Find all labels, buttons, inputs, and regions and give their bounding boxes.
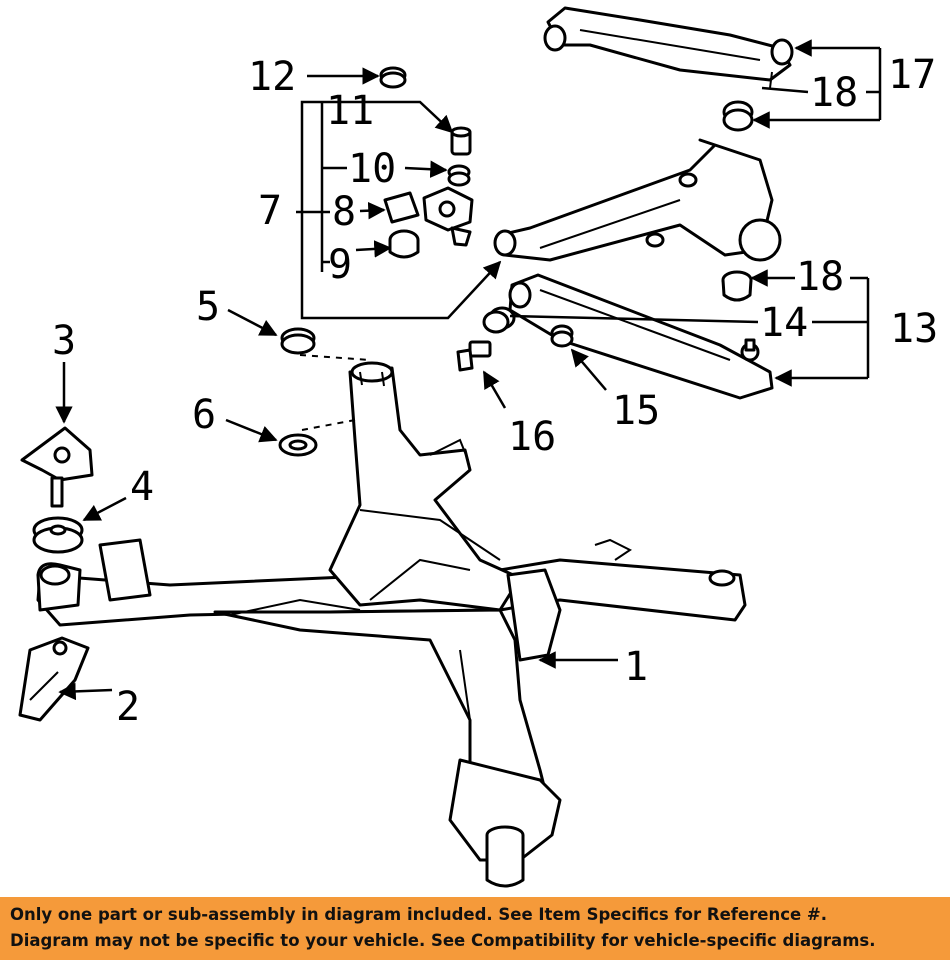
part-5-bushing — [280, 327, 316, 355]
part-13-lower-arm — [508, 273, 774, 400]
callout-8: 8 — [332, 189, 356, 235]
part-18-bushing-lower — [721, 270, 753, 302]
callout-18-lower: 18 — [796, 254, 844, 300]
callout-4: 4 — [130, 464, 154, 510]
callout-3: 3 — [52, 318, 76, 364]
callout-15: 15 — [612, 388, 660, 434]
part-7-knuckle-arm — [493, 138, 782, 262]
callout-14: 14 — [760, 300, 808, 346]
callout-17: 17 — [888, 52, 936, 98]
part-9-bushing — [388, 229, 420, 259]
footer-line-1: Only one part or sub-assembly in diagram… — [10, 905, 828, 924]
callout-11: 11 — [326, 88, 374, 134]
part-2-bracket — [18, 636, 90, 722]
footer-line-2: Diagram may not be specific to your vehi… — [10, 931, 876, 950]
callout-16: 16 — [508, 414, 556, 460]
callout-18-upper: 18 — [810, 70, 858, 116]
callout-2: 2 — [116, 684, 140, 730]
callout-13: 13 — [890, 306, 938, 352]
footer-banner: Only one part or sub-assembly in diagram… — [0, 897, 950, 960]
callout-10: 10 — [348, 146, 396, 192]
callout-12: 12 — [248, 54, 296, 100]
part-15-bushing — [550, 324, 574, 348]
callout-9: 9 — [328, 242, 352, 288]
part-6-insulator — [278, 433, 318, 457]
part-11-sleeve — [450, 126, 472, 156]
part-4-washer — [32, 516, 84, 554]
part-16-bolt — [456, 340, 492, 372]
part-8-bushing — [383, 186, 474, 247]
part-12-cap — [379, 66, 407, 89]
parts-diagram: 1 2 3 4 5 6 7 8 9 10 11 12 13 14 15 16 1… — [18, 6, 938, 888]
crossmember — [36, 361, 747, 888]
part-17-upper-arm — [543, 6, 794, 89]
part-14-bushing — [482, 306, 516, 334]
callout-6: 6 — [192, 392, 216, 438]
callout-7: 7 — [258, 188, 282, 234]
part-3-mount-plate — [20, 426, 94, 508]
part-10-washer — [447, 164, 471, 187]
callout-5: 5 — [196, 284, 220, 330]
callout-1: 1 — [624, 644, 648, 690]
part-18-bushing-upper — [722, 100, 754, 132]
